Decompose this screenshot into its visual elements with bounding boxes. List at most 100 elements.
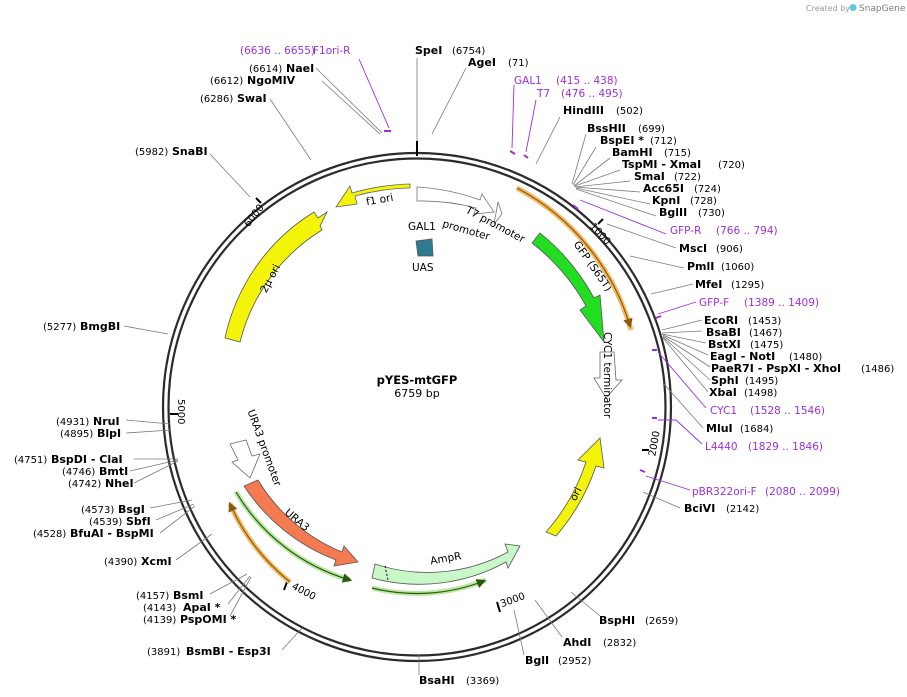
svg-text:BssHII: BssHII [587,122,626,135]
svg-text:NruI: NruI [93,415,120,428]
site-xcmi: XcmI(4390) [104,555,172,568]
svg-text:(4746): (4746) [62,467,95,478]
svg-text:PmlI: PmlI [687,260,714,273]
site-sbfi: SbfI (4539) [89,515,151,528]
svg-text:(1389 .. 1409): (1389 .. 1409) [744,297,819,309]
svg-text:EagI - NotI: EagI - NotI [710,350,775,363]
tick-4000: 4000 [290,581,318,603]
feature-2mu-ori[interactable]: 2μ ori [224,210,329,343]
svg-text:(1498): (1498) [744,388,777,399]
feature-gfp[interactable]: GFP (S65T) [531,232,614,344]
svg-text:MluI: MluI [706,422,733,435]
site-eagi-noti: EagI - NotI(1480) [710,350,822,363]
svg-text:SphI: SphI [711,374,739,387]
svg-text:PaeR7I - PspXI - XhoI: PaeR7I - PspXI - XhoI [711,362,841,375]
svg-text:AgeI: AgeI [468,56,496,69]
svg-text:BspEI *: BspEI * [600,134,644,147]
site-bstxi: BstXI(1475) [708,338,783,351]
feature-uas[interactable]: UAS [412,238,434,274]
site-bsphi: BspHI(2659) [599,614,678,627]
svg-text:(4539): (4539) [89,517,122,528]
site-naei: NaeI(6614) [249,62,314,75]
svg-text:BspHI: BspHI [599,614,635,627]
svg-text:BciVI: BciVI [684,502,715,515]
svg-text:(4139): (4139) [143,615,176,626]
svg-text:(3891): (3891) [147,647,180,658]
svg-text:(4573): (4573) [81,505,114,516]
feature-ura3-orf [227,490,353,584]
feature-t7-promoter-label: T7 promoter [463,204,528,246]
svg-text:(1528 .. 1546): (1528 .. 1546) [750,405,825,417]
svg-text:(6636 .. 6655): (6636 .. 6655) [240,45,315,57]
site-bamhi: BamHI(715) [612,146,691,159]
svg-text:BsaBI: BsaBI [706,326,741,339]
svg-text:UAS: UAS [412,262,434,274]
svg-text:(2080 .. 2099): (2080 .. 2099) [765,486,840,498]
svg-text:(6614): (6614) [249,64,282,75]
svg-text:XcmI: XcmI [141,555,172,568]
site-bfuai-bspmi: BfuAI - BspMI(4528) [33,527,154,540]
feature-gal1-promoter-label-1: GAL1 [408,221,436,233]
feature-ampr-orf [371,577,487,596]
svg-text:AhdI: AhdI [563,636,591,649]
site-acc65i: Acc65I (724) [643,182,721,195]
site-bglii: BglII(730) [659,206,725,219]
site-bspdi-clai: BspDI - ClaI(4751) [14,453,123,466]
svg-text:(6754): (6754) [452,46,485,57]
site-bsmbi-esp3i: BsmBI - Esp3I (3891) [147,645,271,658]
svg-text:BsaHI: BsaHI [419,674,455,687]
site-ecori: EcoRI(1453) [704,314,781,327]
svg-text:(3369): (3369) [466,676,499,687]
svg-text:SwaI: SwaI [237,92,267,105]
svg-text:GFP-R: GFP-R [670,225,701,237]
svg-text:HindIII: HindIII [563,104,604,117]
feature-f1-ori[interactable]: f1 ori [335,183,411,208]
site-snabi: SnaBI(5982) [135,145,208,158]
svg-text:(2832): (2832) [603,638,636,649]
plasmid-length: 6759 bp [394,387,439,400]
feature-ori[interactable]: ori [545,437,605,537]
svg-text:KpnI: KpnI [652,194,680,207]
site-blpi: BlpI(4895) [60,427,121,440]
site-xbai: XbaI(1498) [709,386,777,399]
svg-text:ApaI *: ApaI * [183,601,221,614]
svg-text:CYC1 terminator: CYC1 terminator [601,332,613,419]
svg-text:(415 .. 438): (415 .. 438) [556,75,618,87]
feature-ampr[interactable]: AmpR [371,543,521,585]
svg-text:(766 .. 794): (766 .. 794) [716,225,778,237]
primer-pbr322ori-f: pBR322ori-F (2080 .. 2099) [639,469,840,498]
svg-text:(1495): (1495) [745,376,778,387]
feature-cyc1-terminator[interactable]: CYC1 terminator [593,332,623,419]
tick-5000: 5000 [175,399,186,424]
svg-text:CYC1: CYC1 [710,405,737,417]
site-leaders [123,58,711,675]
site-agei: AgeI(71) [468,56,529,69]
svg-text:(724): (724) [694,184,721,195]
primer-f1ori-r: (6636 .. 6655) F1ori-R [240,45,391,132]
svg-text:F1ori-R: F1ori-R [313,45,350,57]
site-nrui: NruI(4931) [56,415,120,428]
svg-text:BsmBI - Esp3I: BsmBI - Esp3I [186,645,271,658]
svg-text:(1829 .. 1846): (1829 .. 1846) [748,441,823,453]
svg-text:BglI: BglI [525,654,549,667]
site-pspomi: PspOMI *(4139) [143,613,237,626]
svg-text:pBR322ori-F: pBR322ori-F [692,486,757,498]
svg-text:SbfI: SbfI [126,515,151,528]
svg-text:(1060): (1060) [721,262,754,273]
svg-text:(1684): (1684) [740,424,773,435]
feature-ura3-promoter[interactable]: URA3 promoter [229,408,284,488]
svg-text:(722): (722) [674,172,701,183]
svg-text:SnaBI: SnaBI [172,145,208,158]
svg-text:BmtI: BmtI [99,465,128,478]
svg-text:(712): (712) [650,136,677,147]
feature-t7-gal1-promoter-arrow [416,186,503,225]
svg-text:Acc65I: Acc65I [643,182,684,195]
svg-text:BsgI: BsgI [118,503,145,516]
site-bsabi: BsaBI(1467) [706,326,782,339]
svg-text:(476 .. 495): (476 .. 495) [561,88,623,100]
tick-3000: 3000 [499,591,527,610]
svg-text:(728): (728) [690,196,717,207]
snapgene-credit: Created by SnapGene [806,4,906,14]
site-paer7i-pspxi-xhoi: PaeR7I - PspXI - XhoI(1486) [711,362,894,375]
svg-text:MscI: MscI [679,242,707,255]
